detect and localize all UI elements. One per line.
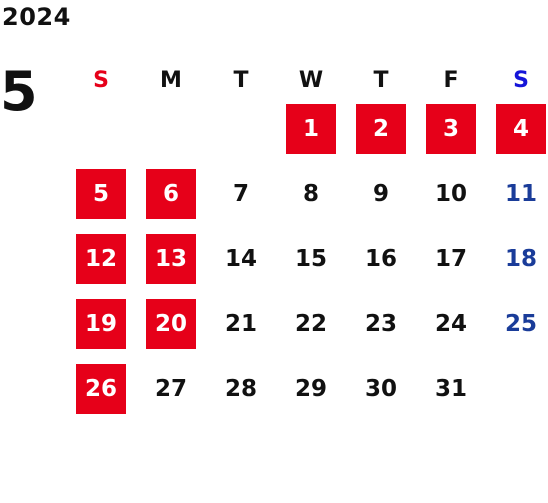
calendar-holiday-cell: 12 (76, 234, 126, 284)
calendar-empty-cell (216, 104, 266, 154)
calendar-week-row: 12 13 14 15 16 17 18 (65, 234, 548, 299)
weekday-header-row: S M T W T F S (65, 56, 548, 104)
calendar-week-row: 19 20 21 22 23 24 25 (65, 299, 548, 364)
calendar-holiday-cell: 6 (146, 169, 196, 219)
calendar-day-cell: 24 (434, 311, 467, 337)
calendar-day-cell: 11 (504, 181, 537, 207)
calendar-empty-cell (496, 364, 546, 414)
calendar-holiday-cell: 5 (76, 169, 126, 219)
calendar-holiday-cell: 1 (286, 104, 336, 154)
calendar-day-cell: 22 (294, 311, 327, 337)
calendar-day-cell: 14 (224, 246, 257, 272)
calendar-day-cell: 9 (372, 181, 389, 207)
calendar-day-cell: 10 (434, 181, 467, 207)
weekday-tuesday: T (233, 67, 249, 93)
calendar-day-cell: 30 (364, 376, 397, 402)
calendar-holiday-cell: 3 (426, 104, 476, 154)
calendar-holiday-cell: 20 (146, 299, 196, 349)
weekday-wednesday: W (298, 67, 324, 93)
calendar-week-row: 26 27 28 29 30 31 (65, 364, 548, 429)
calendar-holiday-cell: 13 (146, 234, 196, 284)
calendar-holiday-cell: 19 (76, 299, 126, 349)
calendar-holiday-cell: 2 (356, 104, 406, 154)
weekday-monday: M (160, 67, 182, 93)
calendar-empty-cell (146, 104, 196, 154)
calendar-day-cell: 18 (504, 246, 537, 272)
weekday-saturday: S (513, 67, 529, 93)
calendar-holiday-cell: 26 (76, 364, 126, 414)
calendar-day-cell: 17 (434, 246, 467, 272)
calendar-day-cell: 21 (224, 311, 257, 337)
calendar-day-cell: 15 (294, 246, 327, 272)
weekday-friday: F (443, 67, 459, 93)
weekday-thursday: T (373, 67, 389, 93)
weekday-sunday: S (93, 67, 109, 93)
calendar-year: 2024 (2, 3, 71, 31)
calendar-day-cell: 29 (294, 376, 327, 402)
calendar-day-cell: 8 (302, 181, 319, 207)
calendar-day-cell: 7 (232, 181, 249, 207)
calendar-day-cell: 31 (434, 376, 467, 402)
calendar-day-cell: 23 (364, 311, 397, 337)
calendar-day-cell: 16 (364, 246, 397, 272)
calendar-month: 5 (0, 60, 38, 123)
calendar-day-cell: 27 (154, 376, 187, 402)
calendar-empty-cell (76, 104, 126, 154)
calendar-day-cell: 28 (224, 376, 257, 402)
calendar-holiday-cell: 4 (496, 104, 546, 154)
calendar-day-cell: 25 (504, 311, 537, 337)
